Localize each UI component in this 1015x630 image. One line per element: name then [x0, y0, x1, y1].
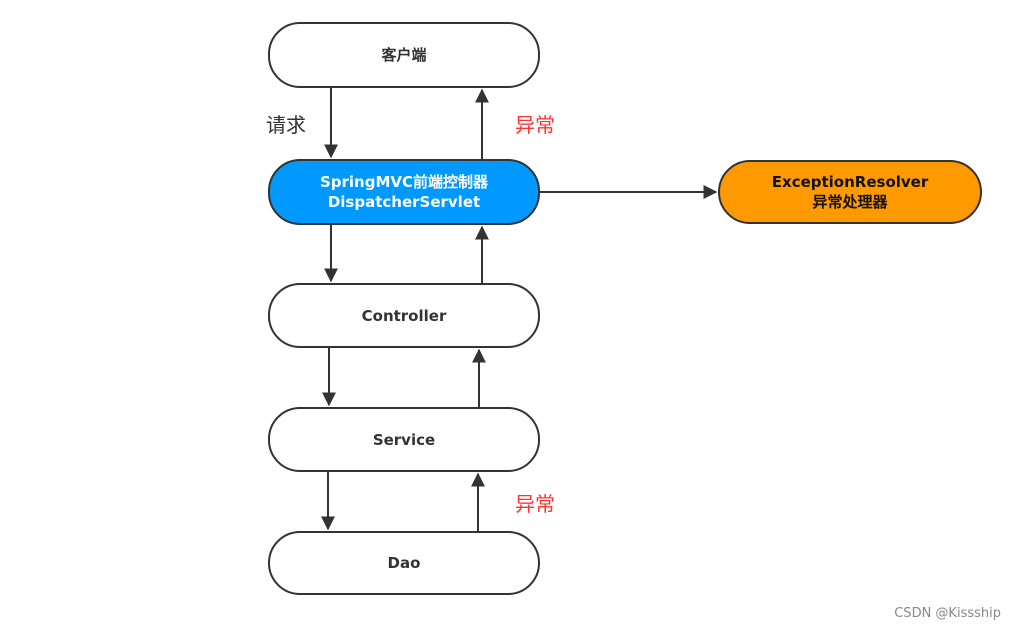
- dispatcher-label-line2: DispatcherServlet: [327, 193, 481, 211]
- service-label: Service: [372, 430, 436, 449]
- exception-label-top: 异常: [515, 113, 555, 137]
- dao-node: Dao: [268, 531, 540, 595]
- dispatcher-label-line1: SpringMVC前端控制器: [319, 173, 489, 191]
- request-label: 请求: [266, 113, 306, 137]
- watermark: CSDN @Kissship: [894, 606, 1001, 621]
- controller-node: Controller: [268, 283, 540, 348]
- exception-resolver-node: ExceptionResolver 异常处理器: [718, 160, 982, 224]
- dao-label: Dao: [387, 554, 421, 572]
- controller-label: Controller: [361, 306, 447, 325]
- dispatcher-servlet-node: SpringMVC前端控制器 DispatcherServlet: [268, 159, 540, 225]
- resolver-label-line2: 异常处理器: [812, 193, 888, 211]
- resolver-label-line1: ExceptionResolver: [771, 173, 929, 191]
- client-node: 客户端: [268, 22, 540, 88]
- client-label: 客户端: [381, 46, 427, 64]
- service-node: Service: [268, 407, 540, 472]
- exception-label-bottom: 异常: [515, 492, 555, 516]
